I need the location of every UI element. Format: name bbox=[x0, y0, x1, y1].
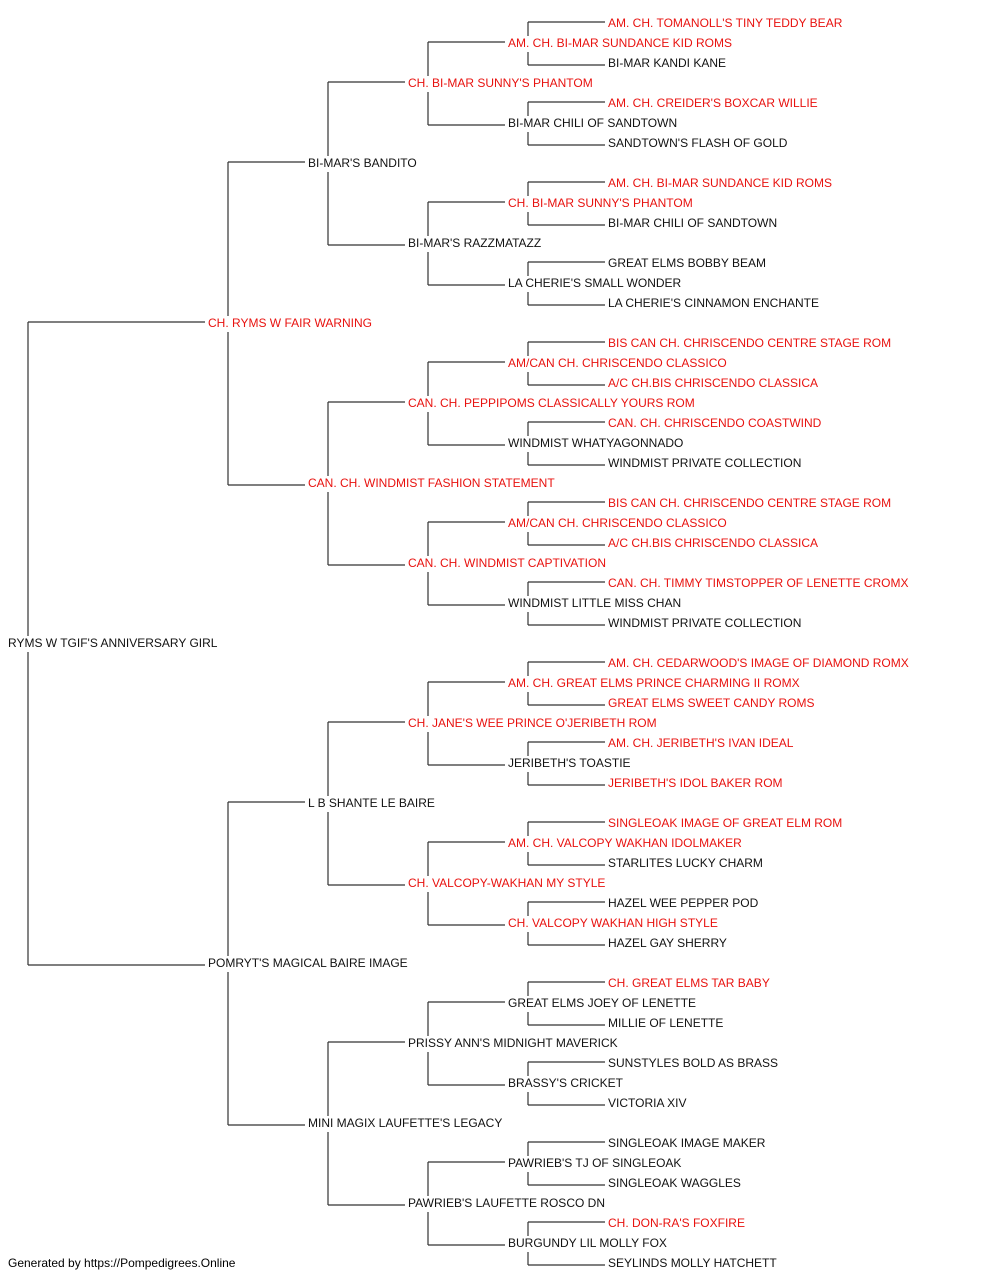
great-grandparent-name: BI-MAR'S RAZZMATAZZ bbox=[408, 236, 541, 250]
gen5-ancestor-name: SEYLINDS MOLLY HATCHETT bbox=[608, 1256, 777, 1270]
gen4-ancestor-name: BURGUNDY LIL MOLLY FOX bbox=[508, 1236, 667, 1250]
great-grandparent-name: PRISSY ANN'S MIDNIGHT MAVERICK bbox=[408, 1036, 618, 1050]
gen4-ancestor-name: BRASSY'S CRICKET bbox=[508, 1076, 624, 1090]
parent-name: CH. RYMS W FAIR WARNING bbox=[208, 316, 372, 330]
gen5-ancestor-name: SINGLEOAK IMAGE MAKER bbox=[608, 1136, 766, 1150]
gen4-ancestor-name: AM/CAN CH. CHRISCENDO CLASSICO bbox=[508, 516, 727, 530]
gen4-ancestor-name: AM. CH. BI-MAR SUNDANCE KID ROMS bbox=[508, 36, 732, 50]
gen4-ancestor-name: BI-MAR CHILI OF SANDTOWN bbox=[508, 116, 677, 130]
gen5-ancestor-name: A/C CH.BIS CHRISCENDO CLASSICA bbox=[608, 376, 818, 390]
gen5-ancestor-name: JERIBETH'S IDOL BAKER ROM bbox=[608, 776, 783, 790]
gen5-ancestor-name: AM. CH. BI-MAR SUNDANCE KID ROMS bbox=[608, 176, 832, 190]
gen4-ancestor-name: PAWRIEB'S TJ OF SINGLEOAK bbox=[508, 1156, 681, 1170]
gen5-ancestor-name: BIS CAN CH. CHRISCENDO CENTRE STAGE ROM bbox=[608, 336, 891, 350]
great-grandparent-name: CAN. CH. PEPPIPOMS CLASSICALLY YOURS ROM bbox=[408, 396, 695, 410]
footer-credit: Generated by https://Pompedigrees.Online bbox=[8, 1256, 236, 1270]
gen5-ancestor-name: AM. CH. TOMANOLL'S TINY TEDDY BEAR bbox=[608, 16, 843, 30]
gen5-ancestor-name: SANDTOWN'S FLASH OF GOLD bbox=[608, 136, 788, 150]
gen5-ancestor-name: WINDMIST PRIVATE COLLECTION bbox=[608, 616, 801, 630]
gen5-ancestor-name: HAZEL GAY SHERRY bbox=[608, 936, 727, 950]
gen5-ancestor-name: STARLITES LUCKY CHARM bbox=[608, 856, 763, 870]
gen4-ancestor-name: JERIBETH'S TOASTIE bbox=[508, 756, 631, 770]
great-grandparent-name: CH. BI-MAR SUNNY'S PHANTOM bbox=[408, 76, 593, 90]
gen5-ancestor-name: CAN. CH. CHRISCENDO COASTWIND bbox=[608, 416, 822, 430]
gen4-ancestor-name: WINDMIST WHATYAGONNADO bbox=[508, 436, 683, 450]
gen5-ancestor-name: HAZEL WEE PEPPER POD bbox=[608, 896, 759, 910]
gen5-ancestor-name: AM. CH. CEDARWOOD'S IMAGE OF DIAMOND ROM… bbox=[608, 656, 909, 670]
great-grandparent-name: PAWRIEB'S LAUFETTE ROSCO DN bbox=[408, 1196, 605, 1210]
great-grandparent-name: CH. JANE'S WEE PRINCE O'JERIBETH ROM bbox=[408, 716, 657, 730]
gen5-ancestor-name: AM. CH. JERIBETH'S IVAN IDEAL bbox=[608, 736, 794, 750]
gen5-ancestor-name: VICTORIA XIV bbox=[608, 1096, 686, 1110]
gen5-ancestor-name: SINGLEOAK WAGGLES bbox=[608, 1176, 741, 1190]
gen5-ancestor-name: BIS CAN CH. CHRISCENDO CENTRE STAGE ROM bbox=[608, 496, 891, 510]
gen5-ancestor-name: SINGLEOAK IMAGE OF GREAT ELM ROM bbox=[608, 816, 842, 830]
great-grandparent-name: CH. VALCOPY-WAKHAN MY STYLE bbox=[408, 876, 605, 890]
gen5-ancestor-name: BI-MAR CHILI OF SANDTOWN bbox=[608, 216, 777, 230]
gen5-ancestor-name: A/C CH.BIS CHRISCENDO CLASSICA bbox=[608, 536, 818, 550]
grandparent-name: CAN. CH. WINDMIST FASHION STATEMENT bbox=[308, 476, 555, 490]
subject-name: RYMS W TGIF'S ANNIVERSARY GIRL bbox=[8, 636, 218, 650]
gen4-ancestor-name: CH. VALCOPY WAKHAN HIGH STYLE bbox=[508, 916, 718, 930]
grandparent-name: BI-MAR'S BANDITO bbox=[308, 156, 417, 170]
gen5-ancestor-name: MILLIE OF LENETTE bbox=[608, 1016, 723, 1030]
gen5-ancestor-name: SUNSTYLES BOLD AS BRASS bbox=[608, 1056, 778, 1070]
gen4-ancestor-name: AM. CH. VALCOPY WAKHAN IDOLMAKER bbox=[508, 836, 742, 850]
grandparent-name: MINI MAGIX LAUFETTE'S LEGACY bbox=[308, 1116, 502, 1130]
gen5-ancestor-name: CH. DON-RA'S FOXFIRE bbox=[608, 1216, 745, 1230]
grandparent-name: L B SHANTE LE BAIRE bbox=[308, 796, 435, 810]
gen5-ancestor-name: LA CHERIE'S CINNAMON ENCHANTE bbox=[608, 296, 819, 310]
gen4-ancestor-name: LA CHERIE'S SMALL WONDER bbox=[508, 276, 682, 290]
great-grandparent-name: CAN. CH. WINDMIST CAPTIVATION bbox=[408, 556, 606, 570]
gen5-ancestor-name: CAN. CH. TIMMY TIMSTOPPER OF LENETTE CRO… bbox=[608, 576, 908, 590]
gen5-ancestor-name: GREAT ELMS SWEET CANDY ROMS bbox=[608, 696, 814, 710]
gen5-ancestor-name: GREAT ELMS BOBBY BEAM bbox=[608, 256, 766, 270]
gen5-ancestor-name: BI-MAR KANDI KANE bbox=[608, 56, 726, 70]
gen4-ancestor-name: AM/CAN CH. CHRISCENDO CLASSICO bbox=[508, 356, 727, 370]
gen4-ancestor-name: GREAT ELMS JOEY OF LENETTE bbox=[508, 996, 696, 1010]
gen5-ancestor-name: WINDMIST PRIVATE COLLECTION bbox=[608, 456, 801, 470]
gen5-ancestor-name: AM. CH. CREIDER'S BOXCAR WILLIE bbox=[608, 96, 818, 110]
parent-name: POMRYT'S MAGICAL BAIRE IMAGE bbox=[208, 956, 408, 970]
gen4-ancestor-name: WINDMIST LITTLE MISS CHAN bbox=[508, 596, 681, 610]
gen4-ancestor-name: CH. BI-MAR SUNNY'S PHANTOM bbox=[508, 196, 693, 210]
gen5-ancestor-name: CH. GREAT ELMS TAR BABY bbox=[608, 976, 770, 990]
gen4-ancestor-name: AM. CH. GREAT ELMS PRINCE CHARMING II RO… bbox=[508, 676, 800, 690]
